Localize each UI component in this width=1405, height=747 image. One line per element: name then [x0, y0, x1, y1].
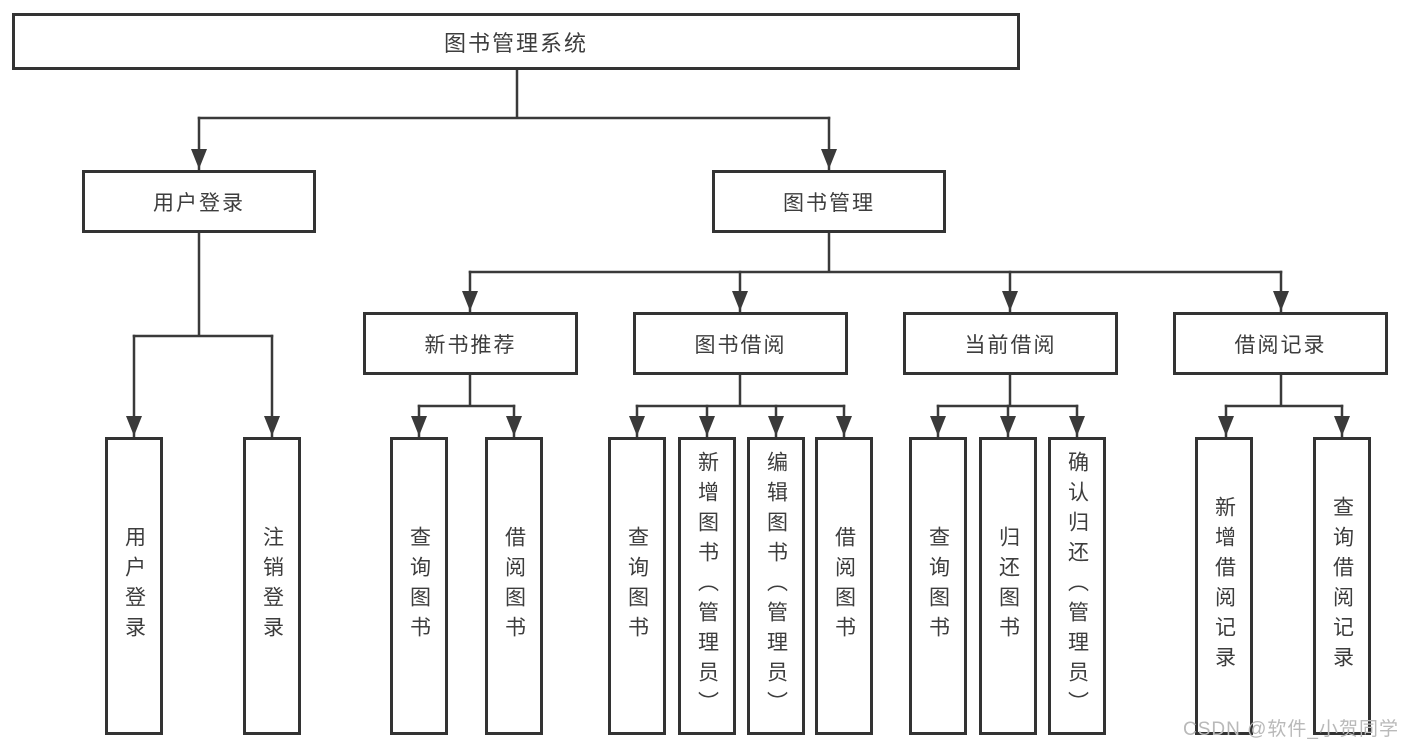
leaf-return-book: 归还图书 [979, 437, 1037, 735]
leaf-query-books-1: 查询图书 [390, 437, 448, 735]
connector-book-management-bus [468, 231, 1283, 274]
node-current-borrow: 当前借阅 [903, 312, 1118, 375]
connector-user-login-bus [132, 231, 274, 338]
node-user-login: 用户登录 [82, 170, 316, 233]
leaf-confirm-return-admin-label: 确认归还（管理员） [1065, 451, 1089, 721]
connector-current-borrow-bus [936, 373, 1079, 408]
leaf-add-borrow-record: 新增借阅记录 [1195, 437, 1253, 735]
node-new-book-recommend-label: 新书推荐 [424, 333, 517, 357]
leaf-user-login: 用户登录 [105, 437, 163, 735]
connector-root-bus [197, 68, 831, 120]
connector-borrow-records-bus [1224, 373, 1344, 408]
node-root: 图书管理系统 [12, 13, 1020, 70]
connector-new-book-bus [417, 373, 516, 408]
leaf-query-books-3-label: 查询图书 [926, 526, 950, 646]
node-user-login-label: 用户登录 [153, 191, 245, 215]
leaf-logout: 注销登录 [243, 437, 301, 735]
leaf-edit-book-admin: 编辑图书（管理员） [747, 437, 805, 735]
leaf-user-login-label: 用户登录 [122, 526, 146, 646]
leaf-query-books-3: 查询图书 [909, 437, 967, 735]
leaf-query-books-2: 查询图书 [608, 437, 666, 735]
node-book-borrow: 图书借阅 [633, 312, 848, 375]
leaf-add-borrow-record-label: 新增借阅记录 [1212, 496, 1236, 676]
leaf-add-book-admin: 新增图书（管理员） [678, 437, 736, 735]
node-book-borrow-label: 图书借阅 [694, 333, 787, 357]
node-borrow-records-label: 借阅记录 [1234, 333, 1327, 357]
node-root-label: 图书管理系统 [443, 30, 588, 56]
leaf-borrow-books-2: 借阅图书 [815, 437, 873, 735]
leaf-query-books-1-label: 查询图书 [407, 526, 431, 646]
connector-book-borrow-bus [635, 373, 846, 408]
leaf-borrow-books-1: 借阅图书 [485, 437, 543, 735]
node-current-borrow-label: 当前借阅 [964, 333, 1057, 357]
leaf-edit-book-admin-label: 编辑图书（管理员） [764, 451, 788, 721]
node-book-management: 图书管理 [712, 170, 946, 233]
csdn-watermark: CSDN @软件_小贺同学 [1183, 719, 1399, 740]
node-new-book-recommend: 新书推荐 [363, 312, 578, 375]
leaf-query-borrow-record: 查询借阅记录 [1313, 437, 1371, 735]
leaf-logout-label: 注销登录 [260, 526, 284, 646]
node-borrow-records: 借阅记录 [1173, 312, 1388, 375]
leaf-confirm-return-admin: 确认归还（管理员） [1048, 437, 1106, 735]
leaf-borrow-books-1-label: 借阅图书 [502, 526, 526, 646]
leaf-borrow-books-2-label: 借阅图书 [832, 526, 856, 646]
node-book-management-label: 图书管理 [783, 191, 875, 215]
leaf-add-book-admin-label: 新增图书（管理员） [695, 451, 719, 721]
leaf-query-books-2-label: 查询图书 [625, 526, 649, 646]
leaf-return-book-label: 归还图书 [996, 526, 1020, 646]
leaf-query-borrow-record-label: 查询借阅记录 [1330, 496, 1354, 676]
